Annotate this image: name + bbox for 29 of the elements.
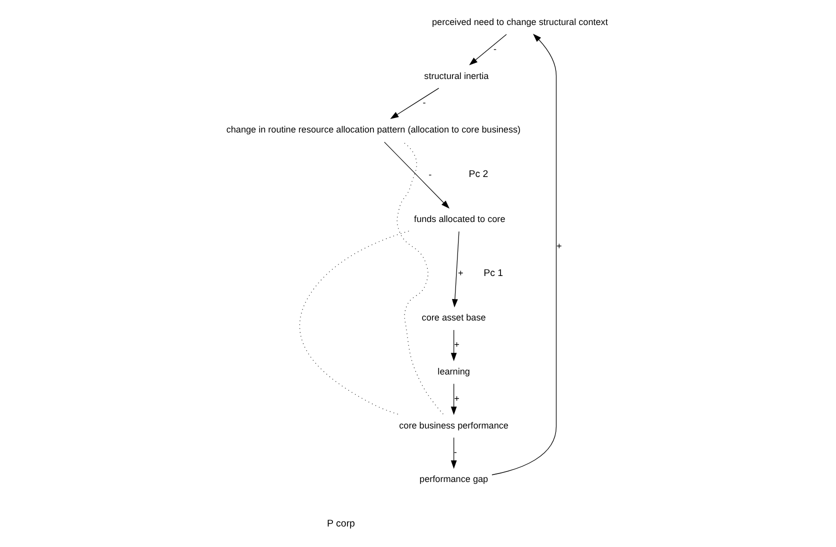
label: Pc 2 [468, 169, 488, 180]
arrow [450, 384, 457, 416]
arrow [390, 88, 440, 119]
arrow [450, 330, 457, 362]
edge-label: + [454, 393, 460, 404]
edge-label: - [454, 447, 457, 458]
node-text: perceived need to change structural context [432, 17, 608, 28]
label: P corp [327, 518, 355, 530]
edge-label: + [458, 268, 464, 278]
node-text: structural inertia [424, 70, 489, 81]
node-text: performance gap [420, 474, 488, 484]
connector [396, 142, 444, 414]
label: Pc 1 [484, 268, 504, 279]
edge-label: - [428, 169, 432, 180]
arrow [450, 437, 457, 469]
node-text: core business performance [399, 420, 508, 430]
arrow [452, 231, 460, 308]
edge-label: - [493, 44, 496, 54]
arrow [469, 34, 507, 66]
edge-label: - [422, 98, 426, 108]
node-text: change in routine resource allocation pattern (allocation to core business) [226, 124, 521, 135]
edge-label: + [556, 240, 562, 251]
node-text: core asset base [422, 312, 486, 323]
edge-label: + [454, 340, 460, 350]
connector [299, 230, 412, 414]
node-text: learning [438, 366, 470, 376]
arrow [384, 142, 450, 209]
node-text: funds allocated to core [414, 214, 506, 224]
arrow [492, 34, 557, 476]
